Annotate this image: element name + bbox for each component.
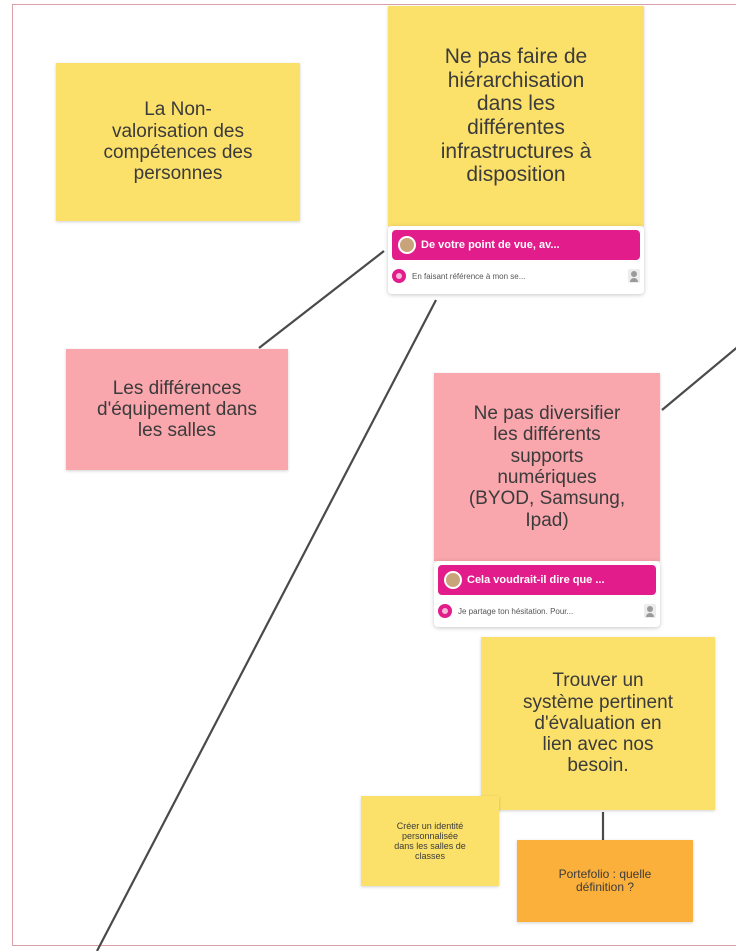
comment-reply[interactable]: En faisant référence à mon se...	[392, 265, 640, 287]
reply-icon	[392, 269, 406, 283]
comment-title-text: De votre point de vue, av...	[421, 239, 560, 251]
avatar	[398, 236, 416, 254]
comment-title-text: Cela voudrait-il dire que ...	[467, 574, 605, 586]
comment-reply-text: Je partage ton hésitation. Pour...	[458, 606, 574, 616]
sticky-note-text: Portefolio : quelle définition ?	[558, 866, 652, 894]
sticky-note-text: Trouver un système pertinent d'évaluatio…	[523, 670, 673, 777]
user-icon	[644, 604, 656, 618]
user-icon	[628, 269, 640, 283]
sticky-note-hierarchisation[interactable]: Ne pas faire de hiérarchisation dans les…	[388, 6, 644, 226]
reply-icon	[438, 604, 452, 618]
comment-card-diversifier[interactable]: Cela voudrait-il dire que ... Je partage…	[434, 561, 660, 627]
sticky-note-text: Créer un identité personnalisée dans les…	[394, 820, 466, 862]
comment-title[interactable]: De votre point de vue, av...	[392, 230, 640, 260]
avatar	[444, 571, 462, 589]
sticky-note-evaluation[interactable]: Trouver un système pertinent d'évaluatio…	[481, 637, 715, 810]
comment-title[interactable]: Cela voudrait-il dire que ...	[438, 565, 656, 595]
comment-reply-text: En faisant référence à mon se...	[412, 271, 526, 281]
sticky-note-text: Les différences d'équipement dans les sa…	[97, 377, 257, 442]
sticky-note-text: Ne pas diversifier les différents suppor…	[468, 403, 626, 531]
sticky-note-differences-equipement[interactable]: Les différences d'équipement dans les sa…	[66, 349, 288, 470]
sticky-note-portefolio[interactable]: Portefolio : quelle définition ?	[517, 840, 693, 922]
sticky-note-text: Ne pas faire de hiérarchisation dans les…	[440, 45, 592, 187]
comment-card-hierarchisation[interactable]: De votre point de vue, av... En faisant …	[388, 226, 644, 294]
sticky-note-identite[interactable]: Créer un identité personnalisée dans les…	[361, 796, 499, 886]
sticky-note-text: La Non- valorisation des compétences des…	[103, 99, 253, 185]
sticky-note-non-valorisation[interactable]: La Non- valorisation des compétences des…	[56, 63, 300, 221]
comment-reply[interactable]: Je partage ton hésitation. Pour...	[438, 600, 656, 622]
sticky-note-diversifier-supports[interactable]: Ne pas diversifier les différents suppor…	[434, 373, 660, 561]
